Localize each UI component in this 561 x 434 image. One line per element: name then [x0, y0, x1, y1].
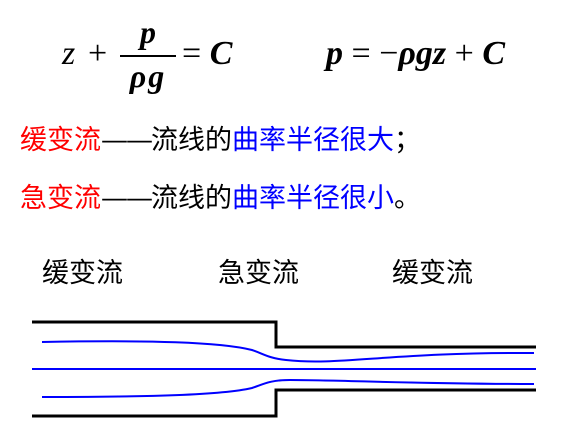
- pipe-wall-bottom: [32, 388, 536, 418]
- formula-rho-g-z: ρgz: [398, 35, 447, 72]
- formula-constant: C: [482, 35, 505, 72]
- definition-end: ；: [394, 125, 421, 156]
- definition-dash: ——: [101, 125, 153, 156]
- formula-plus-sign: +: [454, 35, 474, 72]
- fraction-numerator: p: [140, 14, 156, 50]
- diagram-label-rapid: 急变流: [218, 258, 299, 289]
- definition-term: 缓变流: [20, 125, 101, 156]
- definition-end: 。: [394, 183, 421, 214]
- formula-minus-sign: −: [379, 35, 399, 72]
- pipe-contraction-diagram: [32, 320, 536, 418]
- definition-dash: ——: [101, 183, 153, 214]
- diagram-label-gradual-left: 缓变流: [42, 258, 123, 289]
- definition-rapidly-varied-flow: 急变流——流线的曲率半径很小。: [20, 182, 421, 216]
- definition-prefix: 流线的: [151, 183, 232, 214]
- formula-plus-sign: +: [88, 35, 108, 72]
- diagram-label-gradual-right: 缓变流: [392, 258, 473, 289]
- formula-z-plus-p-over-rho-g: z + p ρg = C: [62, 14, 252, 94]
- formula-constant: C: [209, 35, 233, 72]
- definition-term: 急变流: [20, 183, 101, 214]
- formula-z-symbol: z: [62, 35, 76, 72]
- formula-equals-sign: =: [351, 35, 371, 72]
- definition-highlight: 曲率半径很小: [232, 183, 394, 214]
- fraction-bar: [120, 55, 176, 57]
- formula-p-symbol: p: [326, 35, 343, 72]
- definition-gradually-varied-flow: 缓变流——流线的曲率半径很大；: [20, 124, 421, 158]
- streamline-top: [41, 340, 535, 363]
- formula-p-equals-minus-rho-g-z: p = −ρgz + C: [326, 34, 505, 74]
- definition-highlight: 曲率半径很大: [232, 125, 394, 156]
- formula-fraction: p ρg: [120, 14, 176, 94]
- formula-equals-constant: = C: [182, 34, 232, 74]
- definition-prefix: 流线的: [151, 125, 232, 156]
- streamline-bottom: [41, 378, 535, 398]
- formula-equals-sign: =: [182, 35, 202, 72]
- pipe-wall-top: [32, 320, 536, 349]
- fraction-denominator: ρg: [129, 58, 167, 94]
